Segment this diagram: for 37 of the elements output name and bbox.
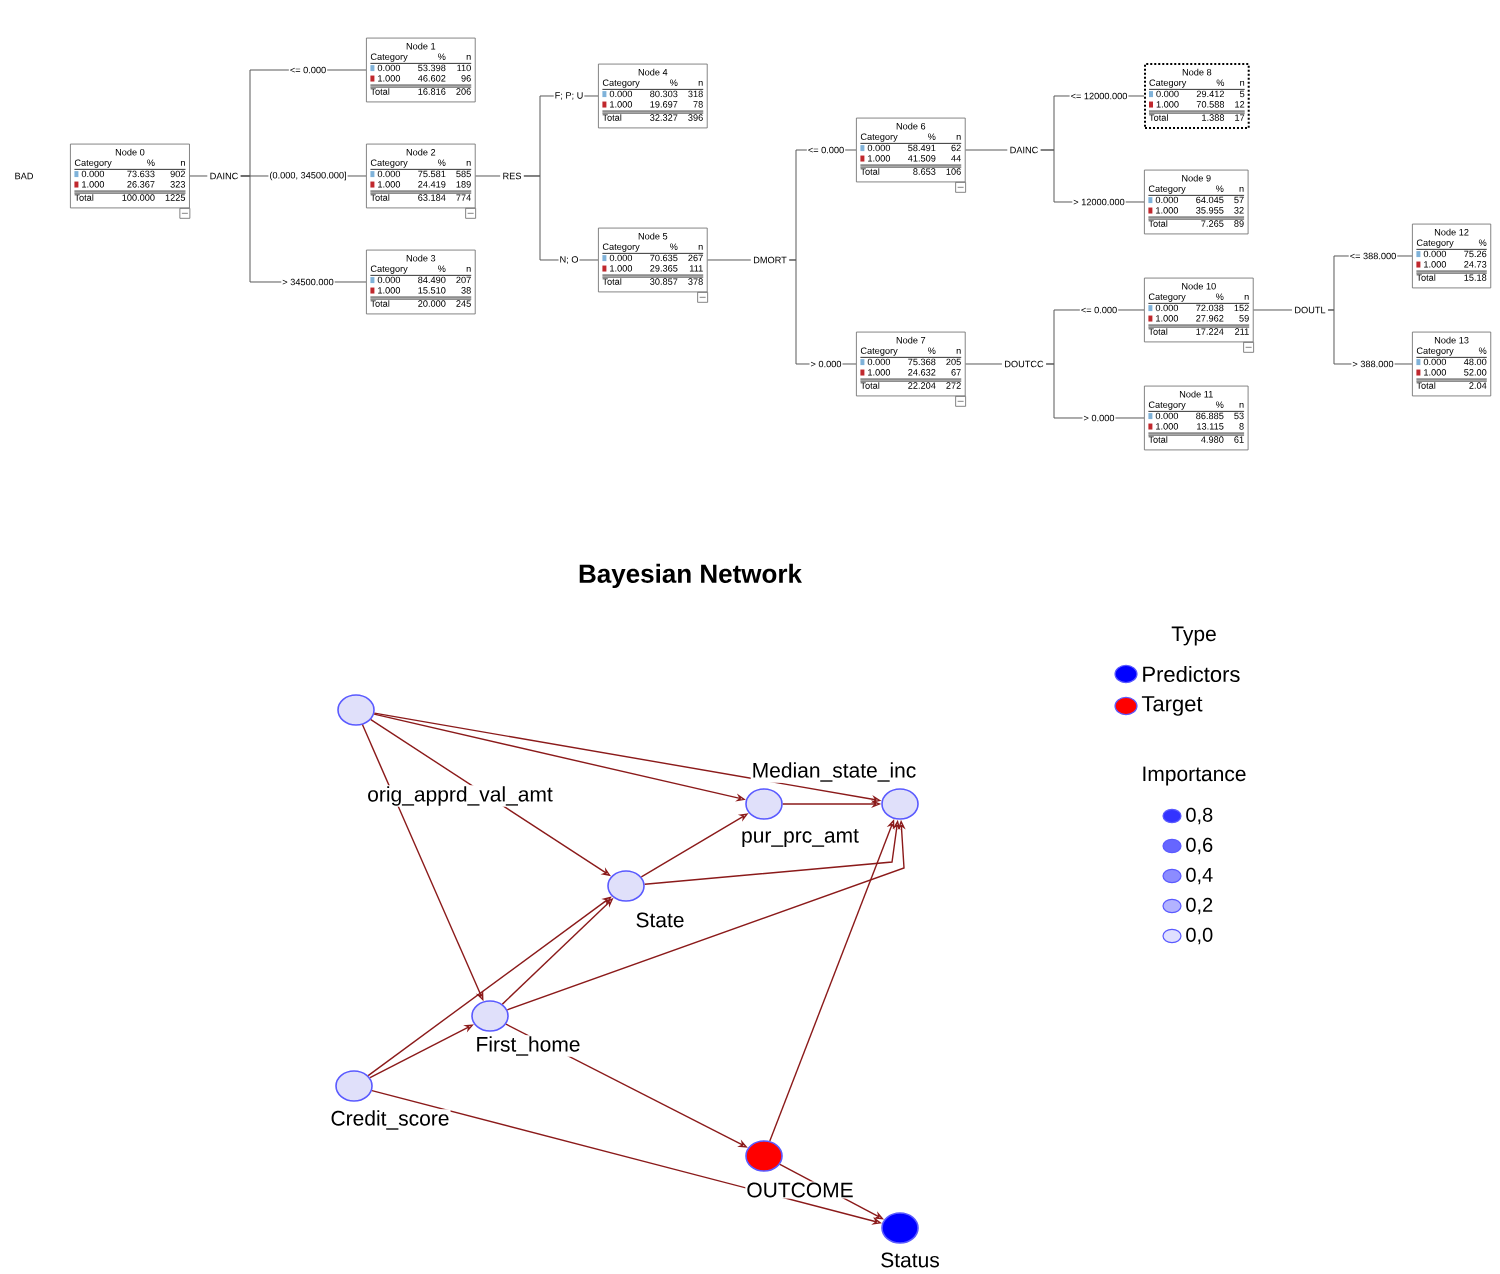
connector-line	[1327, 309, 1413, 365]
connector-line	[189, 175, 208, 177]
connector-line	[965, 149, 1008, 151]
legend-label: 0,4	[1186, 867, 1213, 885]
network-node-circle	[881, 1212, 919, 1244]
legend-label: 0,6	[1186, 837, 1213, 855]
network-node-circle	[607, 870, 645, 902]
connector-line	[707, 259, 752, 261]
node-label: Credit_score	[329, 1109, 451, 1131]
node-label: OUTCOME	[745, 1181, 855, 1199]
network-node-circle	[745, 1140, 783, 1172]
network-node-circle	[335, 1070, 373, 1102]
connector-line	[1253, 309, 1293, 311]
connector-line	[523, 175, 599, 261]
legend-label: 0,0	[1186, 927, 1213, 945]
text-label: Importance	[1143, 766, 1246, 786]
connector-line	[1045, 363, 1145, 419]
text-label: Type	[1171, 626, 1216, 646]
connector-line	[475, 175, 501, 177]
legend-label: 0,2	[1186, 897, 1213, 915]
network-node-circle	[337, 694, 375, 726]
connector-line	[965, 363, 1003, 365]
arrow	[367, 896, 612, 1077]
chart-title: Bayesian Network	[579, 563, 802, 589]
node-label: orig_apprd_val_amt	[366, 785, 554, 807]
legend-label: 0,8	[1186, 807, 1213, 825]
node-label: pur_prc_amt	[740, 828, 860, 848]
node-label: Median_state_inc	[750, 761, 918, 783]
legend-label: Predictors	[1143, 665, 1240, 683]
connector-line	[788, 259, 857, 365]
network-node-circle	[881, 788, 919, 820]
network-node-circle	[471, 1000, 509, 1032]
node-label: First_home	[474, 1035, 582, 1057]
legend-label: Target	[1141, 696, 1203, 716]
node-label: Status	[879, 1251, 941, 1269]
node-label: State	[634, 911, 686, 929]
network-node-circle	[745, 788, 783, 820]
